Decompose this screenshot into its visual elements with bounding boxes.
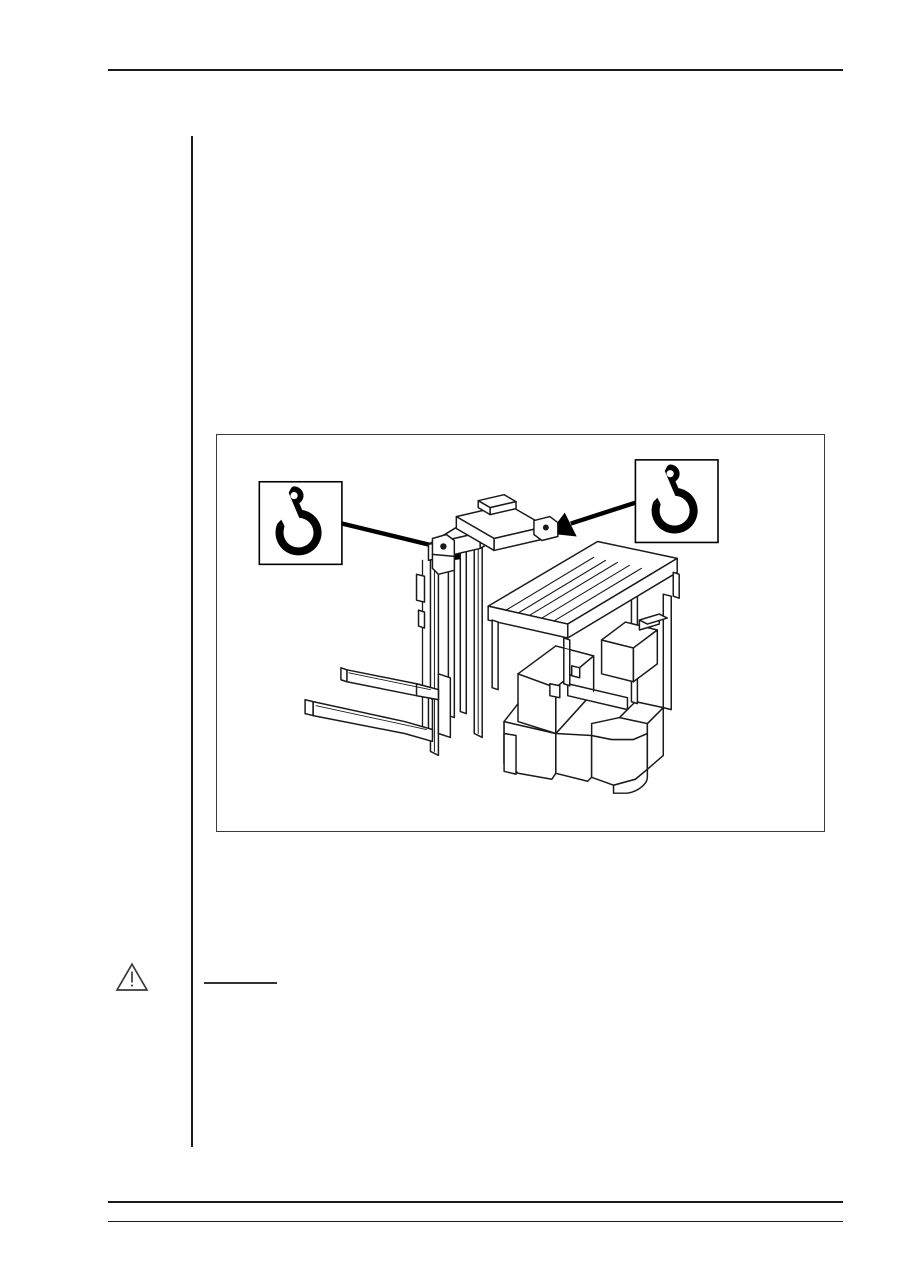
- truck-rear-frame: [590, 700, 665, 794]
- footer-rule-bottom: [108, 1221, 843, 1223]
- callout-arrow-right: [548, 500, 637, 537]
- truck-mast: [415, 493, 559, 757]
- header-rule: [108, 69, 843, 72]
- truck-details: [549, 645, 595, 699]
- operator-compartment: [567, 581, 672, 711]
- section-underline: [204, 982, 277, 985]
- left-margin-bar: [191, 136, 194, 1147]
- footer-rule-top: [108, 1201, 843, 1204]
- hook-symbol-right: [634, 459, 719, 544]
- hook-symbol-left: [258, 480, 343, 566]
- lifting-points-figure: [216, 434, 825, 832]
- truck-forks: [304, 667, 452, 743]
- truck-chassis: [503, 645, 595, 782]
- reach-truck-line-drawing: [258, 459, 719, 794]
- truck-drawing: [304, 493, 680, 794]
- warning-triangle-icon: [115, 962, 149, 992]
- overhead-guard: [487, 540, 680, 691]
